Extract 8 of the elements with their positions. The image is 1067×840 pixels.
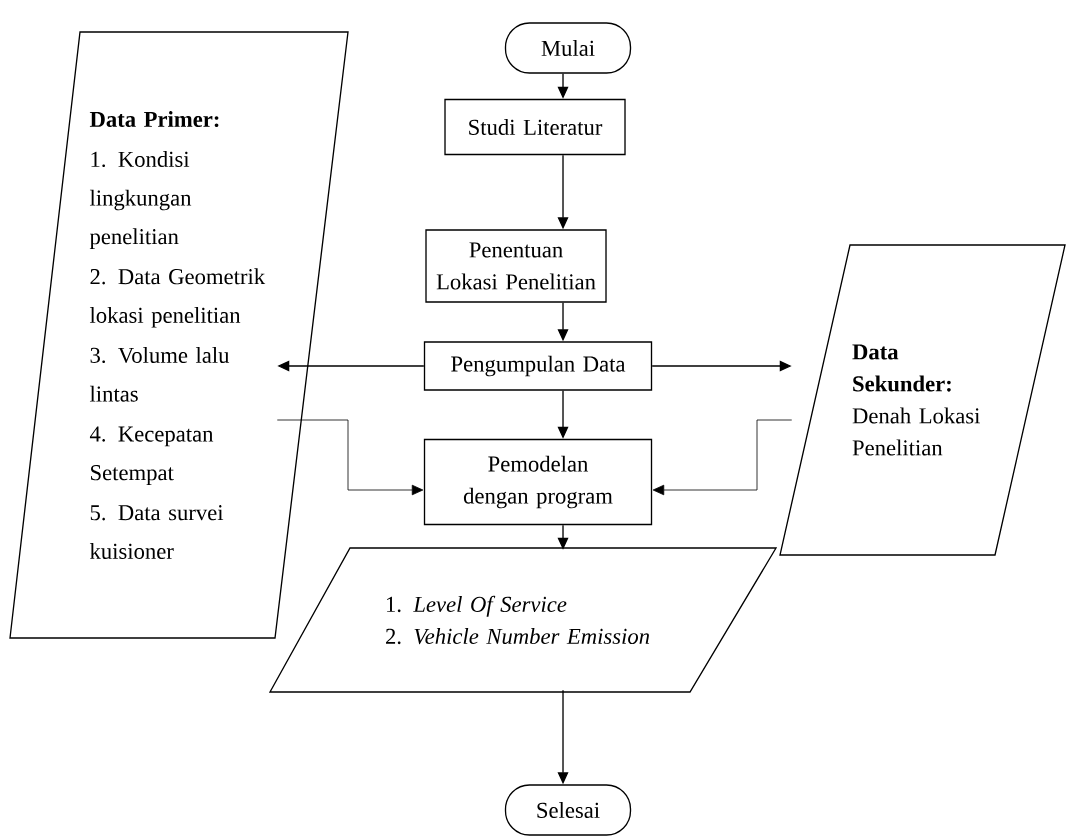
arrow [652, 419, 793, 496]
process-box: Studi Literatur [444, 98, 626, 156]
process-box: Penentuan Lokasi Penelitian [425, 229, 607, 303]
data-parallelogram: Data Primer: 1. Kondisi lingkungan penelitian 2. Data Geometrik lokasi penelitian 3. Volume lalu lintas 4. Kecepatan Setempat 5. Data survei kuisioner [9, 31, 349, 639]
process-box: Pemodelan dengan program [423, 438, 653, 526]
data-parallelogram: Data Sekunder: Denah Lokasi Penelitian [779, 244, 1066, 556]
arrow [276, 419, 424, 496]
process-box: Pengumpulan Data [423, 341, 653, 391]
